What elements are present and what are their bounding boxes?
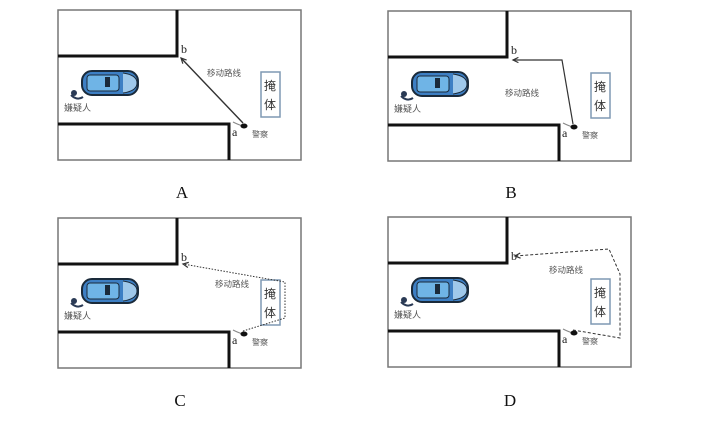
movement-route xyxy=(513,248,621,339)
police-icon xyxy=(232,121,248,129)
route-path xyxy=(514,248,621,339)
police-label: 警察 xyxy=(252,337,268,347)
upper-wall xyxy=(388,11,509,59)
police-label: 警察 xyxy=(582,336,598,346)
cover-label-1: 掩 xyxy=(264,79,276,93)
cover-label-1: 掩 xyxy=(264,287,276,301)
movement-route xyxy=(180,57,244,124)
scene-diagram: 嫌疑人 掩 体 a 警察 b 移动路线 xyxy=(387,10,632,162)
point-b-label: b xyxy=(181,42,187,56)
suspect-icon xyxy=(400,91,414,101)
car-icon xyxy=(81,278,139,304)
suspect-label: 嫌疑人 xyxy=(64,310,91,322)
suspect-icon xyxy=(70,298,84,308)
suspect-label: 嫌疑人 xyxy=(394,309,421,321)
scene-diagram: 嫌疑人 掩 体 a 警察 b 移动路线 xyxy=(57,9,302,161)
point-b-label: b xyxy=(181,250,187,264)
lower-wall xyxy=(58,122,231,160)
route-label: 移动路线 xyxy=(505,88,540,99)
option-label-a: A xyxy=(175,183,189,202)
car-icon xyxy=(411,71,469,97)
arrowhead-icon xyxy=(180,57,187,64)
route-path xyxy=(180,57,244,124)
route-path xyxy=(182,263,286,332)
arrowhead-icon xyxy=(513,252,521,259)
police-icon xyxy=(562,328,578,336)
upper-wall xyxy=(388,217,509,265)
point-b-label: b xyxy=(511,43,517,57)
panel-d: 嫌疑人 掩 体 a 警察 b 移动路线 xyxy=(387,216,637,372)
movement-route xyxy=(511,56,574,125)
suspect-icon xyxy=(400,297,414,307)
panel-c: 嫌疑人 掩 体 a 警察 b 移动路线 xyxy=(57,217,307,373)
point-a-label: a xyxy=(232,125,238,139)
cover-label-2: 体 xyxy=(264,98,276,112)
cover-label-2: 体 xyxy=(264,306,276,320)
cover-label-2: 体 xyxy=(594,99,606,113)
point-a-label: a xyxy=(232,333,238,347)
upper-wall xyxy=(58,10,179,58)
upper-wall xyxy=(58,218,179,266)
scene-diagram: 嫌疑人 掩 体 a 警察 b 移动路线 xyxy=(387,216,632,368)
suspect-label: 嫌疑人 xyxy=(64,102,91,114)
route-label: 移动路线 xyxy=(215,279,250,290)
lower-wall xyxy=(58,330,231,368)
arrowhead-icon xyxy=(181,261,189,268)
car-icon xyxy=(411,277,469,303)
police-label: 警察 xyxy=(252,129,268,139)
police-icon xyxy=(562,122,578,130)
arrowhead-icon xyxy=(511,56,519,64)
police-label: 警察 xyxy=(582,130,598,140)
car-icon xyxy=(81,70,139,96)
suspect-label: 嫌疑人 xyxy=(394,103,421,115)
cover-box xyxy=(590,278,611,325)
point-a-label: a xyxy=(562,126,568,140)
panel-a: 嫌疑人 掩 体 a 警察 b 移动路线 xyxy=(57,9,307,165)
route-label: 移动路线 xyxy=(207,68,242,79)
cover-label-2: 体 xyxy=(594,305,606,319)
cover-box xyxy=(260,71,281,118)
police-icon xyxy=(232,329,248,337)
cover-label-1: 掩 xyxy=(594,286,606,300)
cover-box xyxy=(590,72,611,119)
lower-wall xyxy=(388,329,561,367)
suspect-icon xyxy=(70,90,84,100)
cover-box xyxy=(260,279,281,326)
option-label-c: C xyxy=(174,391,186,410)
movement-route xyxy=(181,261,286,332)
option-label-d: D xyxy=(503,391,517,410)
option-label-b: B xyxy=(505,183,517,202)
cover-label-1: 掩 xyxy=(594,80,606,94)
route-label: 移动路线 xyxy=(549,265,584,276)
lower-wall xyxy=(388,123,561,161)
point-a-label: a xyxy=(562,332,568,346)
route-path xyxy=(513,59,574,125)
panel-b: 嫌疑人 掩 体 a 警察 b 移动路线 xyxy=(387,10,637,166)
scene-diagram: 嫌疑人 掩 体 a 警察 b 移动路线 xyxy=(57,217,302,369)
